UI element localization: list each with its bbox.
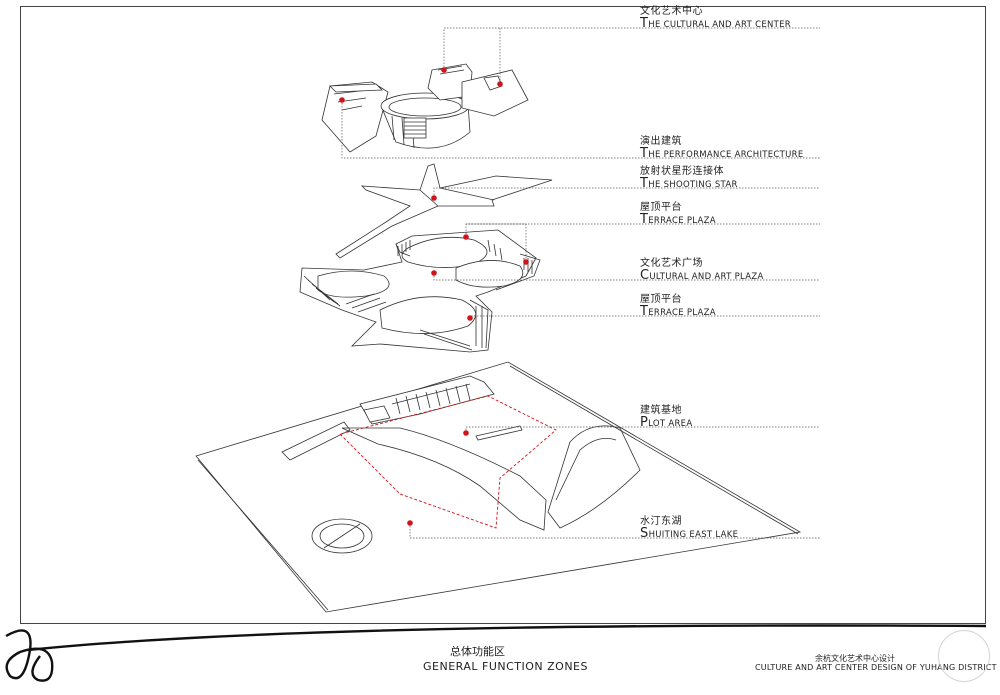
label-en: THE SHOOTING STAR [640, 176, 738, 191]
label-cn: 放射状星形连接体 [640, 166, 724, 177]
location-markers [339, 67, 529, 526]
project-title-en: CULTURE AND ART CENTER DESIGN OF YUHANG … [755, 663, 997, 672]
label-performance-architecture: 演出建筑 THE PERFORMANCE ARCHITECTURE [640, 136, 804, 161]
label-shuiting-east-lake: 水汀东湖 SHUITING EAST LAKE [640, 516, 739, 541]
label-en: TERRACE PLAZA [640, 212, 716, 227]
label-en: THE CULTURAL AND ART CENTER [640, 16, 792, 31]
leader-lines [341, 27, 820, 539]
label-cn: 水汀东湖 [640, 516, 682, 527]
footer-title-cn: 总体功能区 [450, 645, 505, 658]
cultural-art-center-buildings [321, 63, 529, 153]
shooting-star-connector [335, 163, 553, 259]
label-cn: 建筑基地 [640, 405, 682, 416]
label-en: CULTURAL AND ART PLAZA [640, 268, 764, 283]
label-shooting-star: 放射状星形连接体 THE SHOOTING STAR [640, 166, 738, 191]
footer-title-en: GENERAL FUNCTION ZONES [423, 660, 588, 673]
project-title-cn: 余杭文化艺术中心设计 [815, 654, 895, 663]
label-cn: 文化艺术中心 [640, 6, 703, 17]
label-cultural-art-center: 文化艺术中心 THE CULTURAL AND ART CENTER [640, 6, 792, 31]
footer-swoosh [27, 624, 987, 652]
label-terrace-plaza-upper: 屋顶平台 TERRACE PLAZA [640, 202, 716, 227]
label-en: TERRACE PLAZA [640, 304, 716, 319]
ground-plane [195, 361, 802, 613]
logo-mark [5, 629, 54, 682]
label-cn: 屋顶平台 [640, 202, 682, 213]
label-en: SHUITING EAST LAKE [640, 526, 739, 541]
label-cultural-art-plaza: 文化艺术广场 CULTURAL AND ART PLAZA [640, 258, 764, 283]
watermark-stamp [938, 630, 990, 682]
plaza-layers [299, 229, 541, 353]
label-plot-area: 建筑基地 PLOT AREA [640, 405, 693, 430]
label-cn: 演出建筑 [640, 136, 682, 147]
label-terrace-plaza-lower: 屋顶平台 TERRACE PLAZA [640, 294, 716, 319]
label-en: THE PERFORMANCE ARCHITECTURE [640, 146, 804, 161]
label-cn: 屋顶平台 [640, 294, 682, 305]
label-en: PLOT AREA [640, 415, 693, 430]
drawing-frame [20, 6, 986, 624]
label-cn: 文化艺术广场 [640, 258, 703, 269]
